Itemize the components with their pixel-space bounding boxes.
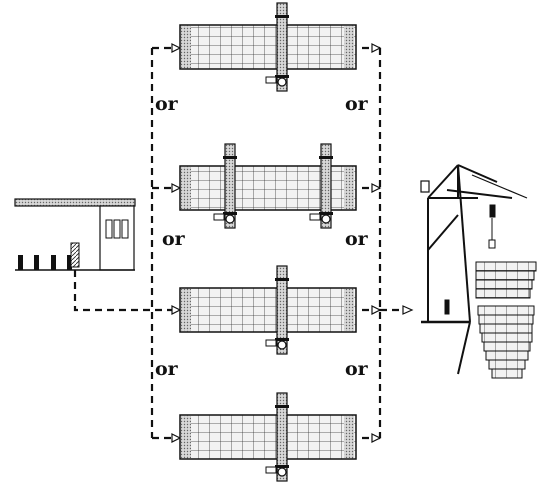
gate-booth <box>34 255 39 270</box>
or-label: or <box>345 228 369 250</box>
or-label: or <box>155 93 179 115</box>
arrow-icon <box>402 305 414 315</box>
trolley-icon <box>309 213 321 221</box>
yard-options <box>179 2 357 482</box>
arrow-icon <box>371 43 382 53</box>
gate-booth <box>67 255 72 270</box>
quay-crane <box>420 164 528 324</box>
arrow-icon <box>371 183 382 193</box>
container-vessel <box>457 261 537 379</box>
gantry-crane <box>213 143 237 229</box>
arrow-icon <box>371 305 382 315</box>
arrow-icon <box>171 305 182 315</box>
gate-booth <box>18 255 23 270</box>
flow-lines <box>73 46 402 440</box>
vessel-hull-line <box>457 321 471 375</box>
crane-cab <box>420 180 430 193</box>
gantry-crane <box>265 265 289 355</box>
gate-canopy <box>14 198 136 207</box>
gate-building <box>14 198 136 271</box>
trolley-icon <box>265 339 277 347</box>
arrow-icon <box>171 183 182 193</box>
truck-route-line <box>73 270 172 312</box>
trolley-icon <box>265 466 277 474</box>
or-labels: or or or or or or <box>155 93 369 380</box>
arrow-icon <box>371 433 382 443</box>
or-label: or <box>162 228 186 250</box>
or-label: or <box>155 358 179 380</box>
gantry-crane <box>309 143 333 229</box>
truck-icon <box>70 242 80 268</box>
or-label: or <box>345 93 369 115</box>
or-label: or <box>345 358 369 380</box>
gate-booth <box>51 255 56 270</box>
yard-block <box>179 24 357 70</box>
yard-block <box>179 287 357 333</box>
trolley-icon <box>265 76 277 84</box>
trolley-icon <box>213 213 225 221</box>
flow-arrowheads <box>171 43 414 443</box>
arrow-icon <box>171 43 182 53</box>
yard-block <box>179 414 357 460</box>
gantry-crane <box>265 392 289 482</box>
spreader-icon <box>488 239 496 249</box>
gantry-crane <box>265 2 289 92</box>
arrow-icon <box>171 433 182 443</box>
crane-leg-marker <box>444 299 450 315</box>
